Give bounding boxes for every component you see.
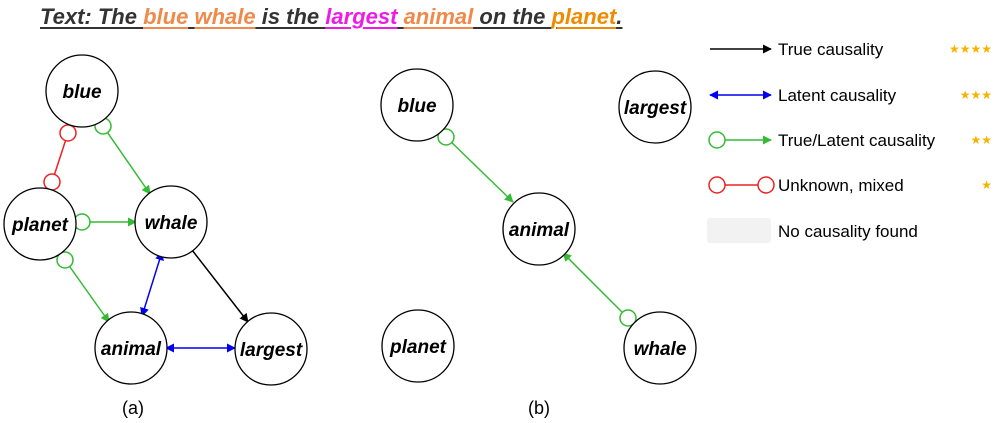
star-rating-icon: ★★ <box>970 133 992 147</box>
edge-circle-mark <box>619 309 637 327</box>
sentence-title: Text: The blue whale is the largest anim… <box>40 4 622 30</box>
node-label: blue <box>397 96 436 117</box>
legend-label: No causality found <box>778 222 918 241</box>
edge-circle-mark <box>757 176 775 194</box>
node-b-largest: largest <box>618 70 692 144</box>
title-segment: largest <box>325 4 398 29</box>
edge-whale-animal-b <box>562 252 629 319</box>
node-label: whale <box>145 213 198 234</box>
legend-empty-box-icon <box>707 218 771 243</box>
legend-item-true-latent: True/Latent causality ★★ <box>708 131 992 150</box>
title-segment: . <box>616 4 623 29</box>
legend-item-none: No causality found <box>707 218 918 243</box>
legend-item-true: True causality ★★★★ <box>710 40 992 59</box>
node-label: animal <box>509 220 570 241</box>
node-b-whale: whale <box>623 311 697 385</box>
node-label: largest <box>624 98 687 119</box>
node-b-animal: animal <box>502 192 576 266</box>
edge-circle-mark <box>56 251 74 269</box>
node-a-animal: animal <box>94 311 168 385</box>
title-segment: Text: The <box>40 4 144 29</box>
graph-a-nodes: blue planet whale animal largest <box>3 54 308 386</box>
node-a-planet: planet <box>3 187 77 261</box>
node-b-planet: planet <box>381 309 455 383</box>
legend-label: Unknown, mixed <box>778 176 904 195</box>
star-rating-icon: ★★★ <box>960 88 992 102</box>
caption-b: (b) <box>528 398 550 418</box>
title-segment: on the <box>473 4 552 29</box>
legend: True causality ★★★★ Latent causality ★★★… <box>707 40 992 243</box>
edge-circle-mark <box>708 131 726 149</box>
node-label: largest <box>240 340 303 361</box>
legend-label: True causality <box>778 40 884 59</box>
legend-item-unknown: Unknown, mixed ★ <box>708 176 992 195</box>
node-label: planet <box>11 215 69 236</box>
title-segment: is the <box>255 4 326 29</box>
edge-blue-whale <box>102 125 151 195</box>
graph-b-nodes: blue largest animal planet whale <box>380 68 697 385</box>
legend-item-latent: Latent causality ★★★ <box>709 86 992 105</box>
node-label: blue <box>62 82 101 103</box>
edge-circle-mark <box>437 128 455 146</box>
title-segment: blue <box>143 4 189 29</box>
edge-circle-mark <box>43 173 61 191</box>
star-rating-icon: ★★★★ <box>949 42 992 56</box>
legend-label: True/Latent causality <box>778 131 936 150</box>
edge-circle-mark <box>708 176 726 194</box>
node-a-blue: blue <box>45 54 119 128</box>
edge-blue-animal <box>445 136 514 203</box>
edge-whale-largest <box>191 249 249 323</box>
edge-whale-animal <box>140 251 164 317</box>
node-label: planet <box>389 337 447 358</box>
node-a-whale: whale <box>134 185 208 259</box>
graph-b-edges <box>437 128 637 327</box>
node-label: animal <box>101 339 162 360</box>
node-b-blue: blue <box>380 68 454 142</box>
caption-a: (a) <box>122 398 144 418</box>
edge-planet-animal <box>64 259 110 323</box>
title-segment: whale <box>194 4 256 29</box>
legend-label: Latent causality <box>778 86 897 105</box>
star-rating-icon: ★ <box>981 178 992 192</box>
node-a-largest: largest <box>234 312 308 386</box>
node-label: whale <box>634 339 687 360</box>
title-segment: planet <box>551 4 617 29</box>
edge-circle-mark <box>59 124 77 142</box>
title-segment: animal <box>403 4 474 29</box>
